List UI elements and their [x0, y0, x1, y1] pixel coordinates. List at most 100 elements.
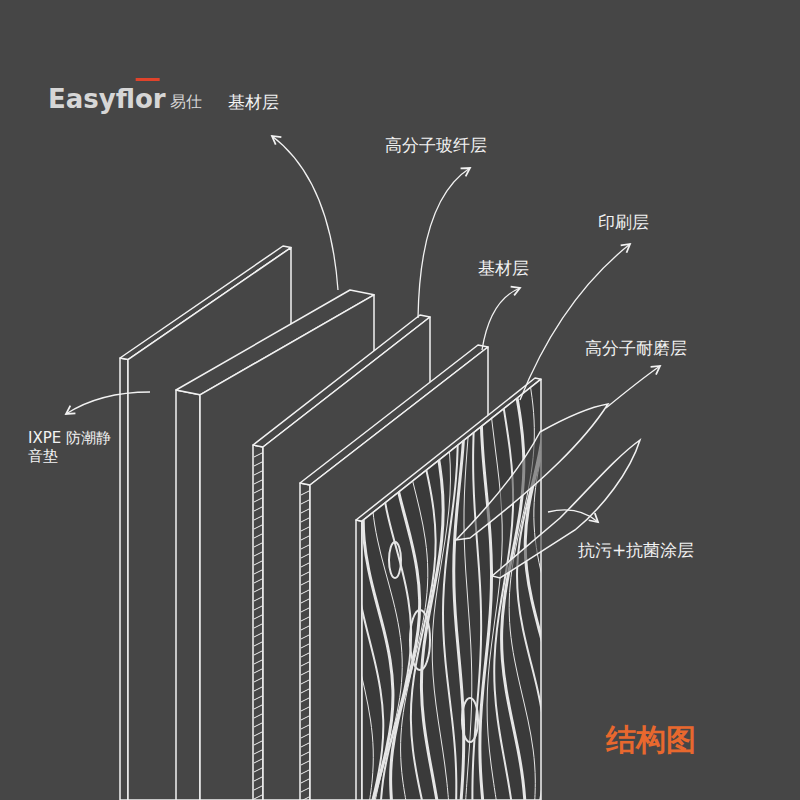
- slab-hatch: [254, 507, 262, 511]
- slab-face: [176, 390, 200, 800]
- slab-hatch: [301, 581, 309, 585]
- leader-line: [520, 244, 630, 400]
- grain-knot: [462, 698, 478, 742]
- diagram-title: 结构图: [606, 722, 696, 758]
- slab-hatch: [301, 788, 309, 792]
- slab-hatch: [301, 626, 309, 630]
- slab-hatch: [254, 552, 262, 556]
- slab-hatch: [301, 698, 309, 702]
- slab-hatch: [254, 651, 262, 655]
- slab-hatch: [301, 509, 309, 513]
- slab-hatch: [301, 536, 309, 540]
- layer-label: 基材层: [228, 92, 279, 112]
- slab-hatch: [254, 498, 262, 502]
- slab-hatch: [301, 554, 309, 558]
- slab-hatch: [301, 752, 309, 756]
- grain-line: [372, 360, 402, 800]
- slab-hatch: [301, 491, 309, 495]
- slab-hatch: [301, 653, 309, 657]
- slab-hatch: [301, 716, 309, 720]
- grain-line: [464, 360, 473, 800]
- grain-line: [480, 360, 492, 800]
- leader-line: [272, 136, 338, 290]
- grain-line: [400, 360, 428, 800]
- slab-hatch: [301, 779, 309, 783]
- leader-line: [418, 168, 470, 318]
- slab-hatch: [254, 606, 262, 610]
- slab-hatch: [254, 660, 262, 664]
- slab-hatch: [301, 599, 309, 603]
- slab-hatch: [254, 480, 262, 484]
- slab-face: [356, 520, 362, 800]
- slab-hatch: [254, 732, 262, 736]
- slab-hatch: [301, 797, 309, 800]
- slab-face: [120, 358, 128, 800]
- slab-hatch: [301, 590, 309, 594]
- slab-hatch: [254, 786, 262, 790]
- slab-hatch: [254, 687, 262, 691]
- slab-hatch: [254, 678, 262, 682]
- grain-line: [355, 360, 383, 800]
- slab-hatch: [301, 644, 309, 648]
- slab-hatch: [254, 750, 262, 754]
- grain-line: [363, 360, 393, 800]
- slab-hatch: [254, 597, 262, 601]
- slab-face: [300, 483, 310, 800]
- logo-bar: [136, 78, 160, 81]
- slab-hatch: [254, 768, 262, 772]
- slab-hatch: [301, 725, 309, 729]
- slab-hatch: [301, 671, 309, 675]
- slab-hatch: [254, 525, 262, 529]
- slab-hatch: [301, 518, 309, 522]
- layer-label: 高分子玻纤层: [385, 135, 487, 155]
- slab-hatch: [254, 642, 262, 646]
- slab-hatch: [254, 705, 262, 709]
- leader-line: [482, 288, 520, 350]
- slab-hatch: [254, 462, 262, 466]
- slab-hatch: [254, 543, 262, 547]
- slab-hatch: [254, 777, 262, 781]
- slab-hatch: [301, 527, 309, 531]
- slab-hatch: [254, 795, 262, 799]
- slab-hatch: [254, 669, 262, 673]
- leader-lines: [66, 136, 660, 522]
- leader-line: [548, 510, 598, 522]
- slab-hatch: [254, 633, 262, 637]
- slab-hatch: [301, 743, 309, 747]
- slab-hatch: [254, 723, 262, 727]
- leader-line: [66, 392, 150, 414]
- grain-line: [502, 360, 526, 800]
- layer-label: 印刷层: [598, 212, 649, 232]
- grain-line: [347, 360, 373, 800]
- slab-hatch: [254, 471, 262, 475]
- grain-line: [432, 360, 450, 800]
- slab-hatch: [301, 545, 309, 549]
- slab-hatch: [301, 707, 309, 711]
- grain-knot: [389, 542, 401, 578]
- layer-label: 基材层: [478, 258, 529, 278]
- grain-line: [409, 360, 435, 800]
- slab-hatch: [254, 570, 262, 574]
- slab-hatch: [301, 734, 309, 738]
- grain-knot: [410, 610, 430, 670]
- grain-line: [509, 360, 535, 800]
- grain-line: [443, 360, 458, 800]
- slab-hatch: [254, 453, 262, 457]
- grain-line: [517, 360, 545, 800]
- slab-hatch: [301, 662, 309, 666]
- slab-hatch: [301, 500, 309, 504]
- slab-hatch: [254, 588, 262, 592]
- slab-hatch: [301, 761, 309, 765]
- slab-hatch: [254, 624, 262, 628]
- slab-hatch: [301, 680, 309, 684]
- slab-face: [253, 445, 263, 800]
- slab-hatch: [254, 561, 262, 565]
- slab-hatch: [254, 516, 262, 520]
- leader-line: [606, 366, 660, 408]
- slab-hatch: [254, 489, 262, 493]
- slab-hatch: [254, 579, 262, 583]
- slab-hatch: [301, 608, 309, 612]
- slab-hatch: [301, 635, 309, 639]
- slab-hatch: [254, 696, 262, 700]
